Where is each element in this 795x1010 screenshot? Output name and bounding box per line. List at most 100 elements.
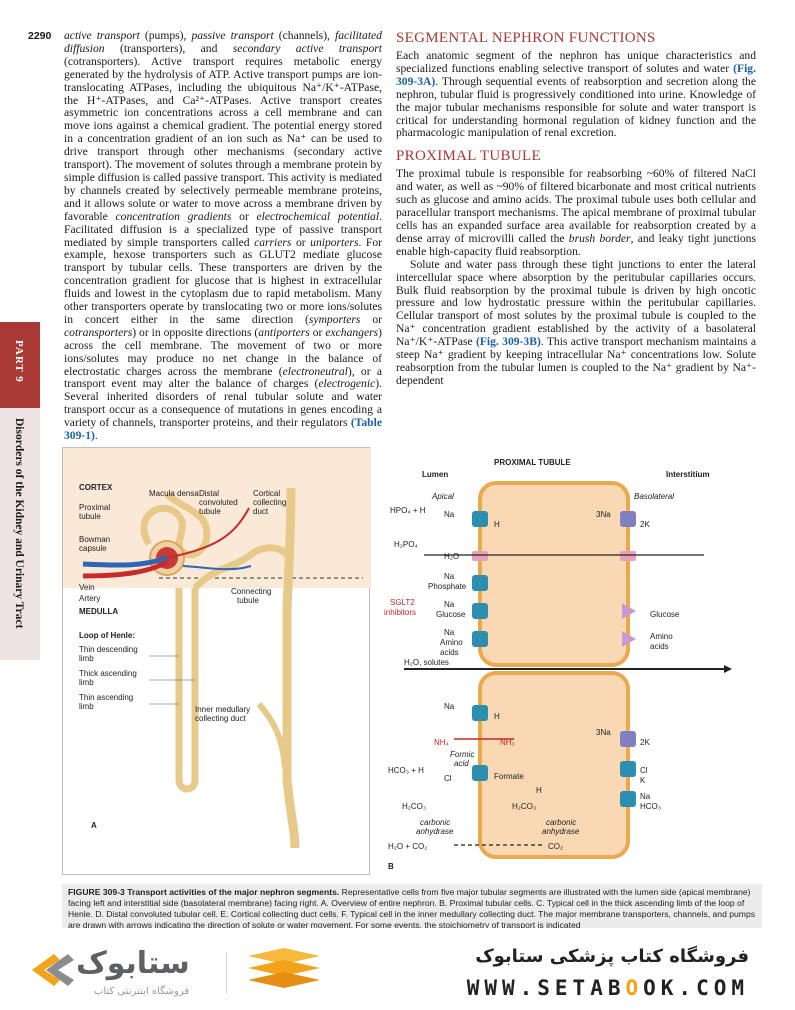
label-lumen: Lumen xyxy=(422,470,448,479)
caption-text: Representative cells from five major tub… xyxy=(68,887,756,928)
label-cortical-3: duct xyxy=(253,507,269,516)
transporters-upper xyxy=(472,511,636,647)
label-inner-medullary-2: collecting duct xyxy=(195,714,246,723)
collecting-duct-branch xyxy=(256,702,288,769)
label-phosphate: Phosphate xyxy=(428,582,467,591)
store-name: فروشگاه کتاب پزشکی ستابوک xyxy=(475,946,749,967)
proximal-tubule-diagram: PROXIMAL TUBULE Lumen Interstitium Apica… xyxy=(384,458,732,871)
label-carbonic-3: carbonic xyxy=(546,818,576,827)
label-amino-1: Amino xyxy=(440,638,463,647)
figure-panel-b: PROXIMAL TUBULE Lumen Interstitium Apica… xyxy=(384,455,762,875)
label-carbonic-4: anhydrase xyxy=(542,827,580,836)
label-formic-2: acid xyxy=(454,759,469,768)
label-proximal-title: PROXIMAL TUBULE xyxy=(494,458,571,467)
figure-panel-a: CORTEX Macula densa Distal convoluted tu… xyxy=(62,447,371,875)
label-2k-2: 2K xyxy=(640,738,650,747)
label-hpo4: HPO₄ + H xyxy=(390,506,426,515)
label-na-1: Na xyxy=(444,510,455,519)
label-basolateral: Basolateral xyxy=(634,492,674,501)
right-column: SEGMENTAL NEPHRON FUNCTIONS Each anatomi… xyxy=(396,30,756,388)
label-proximal-1: Proximal xyxy=(79,503,110,512)
label-amino-2: acids xyxy=(440,648,459,657)
label-cortex: CORTEX xyxy=(79,483,113,492)
label-carbonic-1: carbonic xyxy=(420,818,450,827)
label-h2co3-cell: H₂CO₃ xyxy=(512,802,536,811)
label-connecting-2: tubule xyxy=(237,596,259,605)
part-title: Disorders of the Kidney and Urinary Trac… xyxy=(13,418,25,629)
label-loop-of-henle: Loop of Henle: xyxy=(79,631,135,640)
label-interstitium: Interstitium xyxy=(666,470,710,479)
figure-caption: FIGURE 309-3 Transport activities of the… xyxy=(62,884,762,928)
paragraph-proximal-1: The proximal tubule is responsible for r… xyxy=(396,167,756,258)
efferent-arteriole xyxy=(166,507,250,559)
paragraph-segmental: Each anatomic segment of the nephron has… xyxy=(396,49,756,140)
figure-link-3a[interactable]: (Fig. 309-3A) xyxy=(396,61,756,88)
paragraph-proximal-2: Solute and water pass through these tigh… xyxy=(396,257,757,387)
label-na-4: Na xyxy=(444,628,455,637)
label-hco3-h: HCO₃ + H xyxy=(388,766,424,775)
label-cl-1: Cl xyxy=(444,774,452,783)
label-na-3: Na xyxy=(444,600,455,609)
logo-arrow-icon xyxy=(32,954,74,986)
proximal-cell-upper xyxy=(478,481,630,667)
loop-of-henle xyxy=(175,588,199,793)
label-na-6: Na xyxy=(640,792,651,801)
label-h-1: H xyxy=(494,520,500,529)
caption-label: FIGURE 309-3 Transport activities of the… xyxy=(68,887,340,897)
store-url[interactable]: WWW.SETABOOK.COM xyxy=(466,976,749,1000)
label-connecting-1: Connecting xyxy=(231,587,271,596)
vein xyxy=(82,555,168,568)
label-nh3: NH₃ xyxy=(500,738,515,747)
label-distal-2: convoluted xyxy=(199,498,238,507)
label-h-3: H xyxy=(536,786,542,795)
table-link[interactable]: (Table 309-1) xyxy=(64,416,382,443)
label-cortical-2: collecting xyxy=(253,498,286,507)
label-h2co3-lumen: H₂CO₃ xyxy=(402,802,426,811)
label-proximal-2: tubule xyxy=(79,512,101,521)
figure-309-3: CORTEX Macula densa Distal convoluted tu… xyxy=(62,447,762,882)
label-h2o-solutes: H₂O, solutes xyxy=(404,658,449,667)
label-nh4: NH₄ xyxy=(434,738,449,747)
label-3na-1: 3Na xyxy=(596,510,611,519)
label-na-2: Na xyxy=(444,572,455,581)
collecting-duct xyxy=(282,487,300,849)
label-k: K xyxy=(640,776,646,785)
part-label: PART 9 xyxy=(13,340,25,383)
panel-b-letter: B xyxy=(388,862,394,871)
store-logo[interactable]: ستابوک فروشگاه اینترنتی کتاب xyxy=(26,944,206,1000)
logo-tagline: فروشگاه اینترنتی کتاب xyxy=(94,986,190,997)
label-vein: Vein xyxy=(79,583,95,592)
label-artery: Artery xyxy=(79,594,100,603)
label-thin-descending-2: limb xyxy=(79,654,94,663)
label-bowman-2: capsule xyxy=(79,544,107,553)
label-formic-1: Formic xyxy=(450,750,474,759)
label-3na-2: 3Na xyxy=(596,728,611,737)
figure-link-3b[interactable]: (Fig. 309-3B) xyxy=(475,335,541,349)
label-amino-3: Amino xyxy=(650,632,673,641)
logo-wordmark: ستابوک xyxy=(76,946,191,981)
label-cortical-1: Cortical xyxy=(253,489,280,498)
label-carbonic-2: anhydrase xyxy=(416,827,454,836)
distal-tubule xyxy=(192,544,292,591)
label-na-5: Na xyxy=(444,702,455,711)
left-paragraph: active transport (pumps), passive transp… xyxy=(64,29,382,443)
label-h2o-co2: H₂O + CO₂ xyxy=(388,842,427,851)
label-medulla: MEDULLA xyxy=(79,607,118,616)
peritubular-vein xyxy=(182,565,252,571)
label-thick-ascending-1: Thick ascending xyxy=(79,669,137,678)
label-h2o: H₂O xyxy=(444,552,459,561)
label-h-2: H xyxy=(494,712,500,721)
books-icon xyxy=(248,948,320,988)
label-distal-1: Distal xyxy=(199,489,219,498)
banner-divider xyxy=(226,952,227,994)
transporters-lower xyxy=(472,705,636,807)
label-distal-3: tubule xyxy=(199,507,221,516)
label-glucose-lumen: Glucose xyxy=(436,610,466,619)
label-sglt2-inhibitors: inhibitors xyxy=(384,608,416,617)
label-thick-ascending-2: limb xyxy=(79,678,94,687)
label-inner-medullary-1: Inner medullary xyxy=(195,705,250,714)
store-banner: ستابوک فروشگاه اینترنتی کتاب فروشگاه کتا… xyxy=(0,930,795,1010)
label-2k-1: 2K xyxy=(640,520,650,529)
label-apical: Apical xyxy=(431,492,454,501)
label-macula-densa: Macula densa xyxy=(149,489,199,498)
